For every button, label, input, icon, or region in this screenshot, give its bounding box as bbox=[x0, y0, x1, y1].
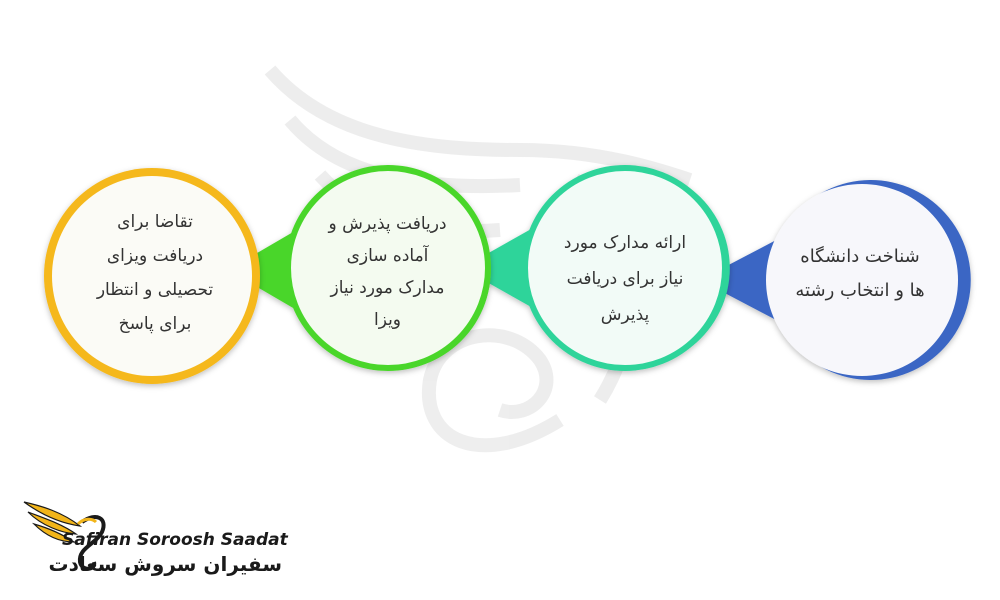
winged-swan-logo-icon bbox=[23, 501, 106, 571]
step-3-line-1: دریافت پذیرش و bbox=[328, 214, 447, 234]
step-3-line-4: ویزا bbox=[373, 310, 402, 330]
step-3-line-3: مدارک مورد نیاز bbox=[330, 278, 445, 298]
step-2-line-3: پذیرش bbox=[600, 305, 650, 325]
step-2-line-2: نیاز برای دریافت bbox=[566, 269, 684, 289]
step-4-line-2: دریافت ویزای bbox=[106, 246, 204, 266]
step-2-line-1: ارائه مدارک مورد bbox=[563, 233, 687, 253]
step-4-label: تقاضا برای دریافت ویزای تحصیلی و انتظار … bbox=[55, 205, 255, 341]
step-1-line-1: شناخت دانشگاه bbox=[800, 246, 920, 267]
step-1-label: شناخت دانشگاه ها و انتخاب رشته bbox=[760, 240, 960, 308]
step-2-label: ارائه مدارک مورد نیاز برای دریافت پذیرش bbox=[530, 225, 720, 333]
logo-text-en: Safiran Soroosh Saadat bbox=[62, 530, 288, 550]
step-3-line-2: آماده سازی bbox=[346, 246, 429, 266]
step-1-node bbox=[700, 180, 971, 380]
step-4-line-1: تقاضا برای bbox=[117, 212, 193, 232]
step-4-node bbox=[44, 168, 260, 384]
step-3-node bbox=[228, 165, 491, 371]
step-4-line-3: تحصیلی و انتظار bbox=[96, 280, 214, 300]
step-1-line-2: ها و انتخاب رشته bbox=[795, 280, 925, 301]
step-2-node bbox=[462, 165, 730, 371]
step-4-line-4: برای پاسخ bbox=[118, 314, 192, 334]
step-3-label: دریافت پذیرش و آماده سازی مدارک مورد نیا… bbox=[290, 208, 485, 336]
logo-text-fa: سفیران سروش سعادت bbox=[48, 552, 283, 576]
